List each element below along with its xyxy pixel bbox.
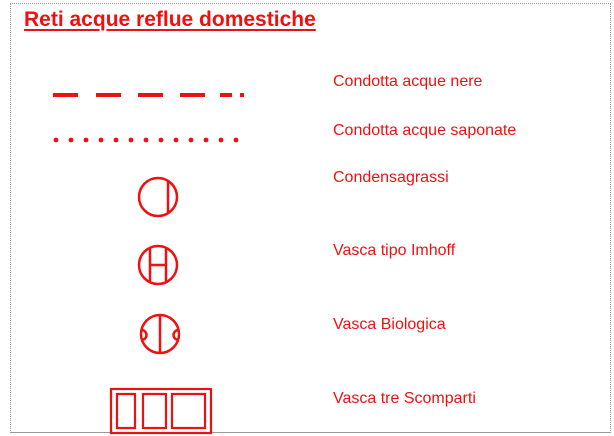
pipe-dot <box>128 137 134 143</box>
greywater-pipe-dotted-symbol <box>53 137 239 143</box>
pipe-dot <box>53 137 59 143</box>
legend-frame <box>10 3 611 433</box>
biological-tank-symbol <box>139 313 181 355</box>
legend-label-greywater-pipe: Condotta acque saponate <box>333 122 517 139</box>
pipe-dot <box>113 137 119 143</box>
pipe-dot <box>233 137 239 143</box>
legend-label-biological-tank: Vasca Biologica <box>333 316 446 333</box>
pipe-dot <box>143 137 149 143</box>
legend-label-black-water-pipe: Condotta acque nere <box>333 73 483 90</box>
grease-trap-symbol <box>137 176 179 218</box>
pipe-dot <box>83 137 89 143</box>
pipe-dot <box>218 137 224 143</box>
imhoff-tank-symbol <box>137 244 179 286</box>
pipe-dot <box>188 137 194 143</box>
legend-label-three-compartment-tank: Vasca tre Scomparti <box>333 390 476 407</box>
three-compartment-tank-symbol <box>109 387 213 435</box>
legend-label-grease-trap: Condensagrassi <box>333 169 449 186</box>
legend-title: Reti acque reflue domestiche <box>24 8 316 31</box>
legend-label-imhoff-tank: Vasca tipo Imhoff <box>333 242 456 259</box>
pipe-dot <box>173 137 179 143</box>
pipe-dot <box>68 137 74 143</box>
pipe-dot <box>203 137 209 143</box>
pipe-dot <box>98 137 104 143</box>
pipe-dot <box>158 137 164 143</box>
